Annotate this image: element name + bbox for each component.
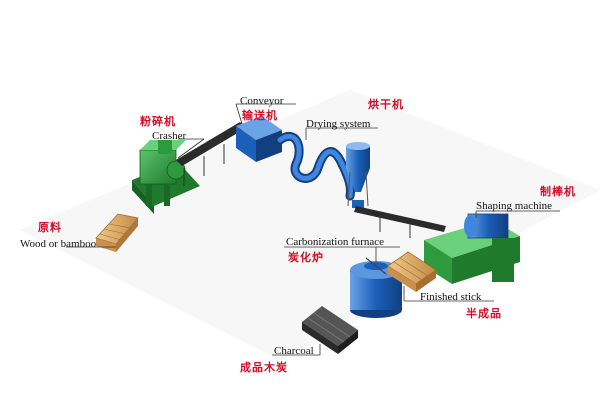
carbonization-label-zh: 炭化炉 (288, 251, 324, 264)
leader-lines (66, 103, 560, 356)
shaping-machine-icon (424, 213, 520, 284)
conveyor-hopper-icon (236, 116, 282, 162)
shaping-label-zh: 制棒机 (540, 185, 576, 198)
carbonization-label-en: Carbonization furnace (286, 236, 385, 248)
crusher-label-zh: 粉碎机 (140, 115, 176, 128)
raw-material-label-zh: 原料 (38, 221, 62, 234)
conveyor-belt-2 (354, 206, 446, 238)
conveyor-label-en: Conveyor (240, 95, 284, 107)
drying-label-zh: 烘干机 (368, 98, 404, 111)
wood-pile-icon (95, 213, 139, 252)
charcoal-label-zh: 成品木炭 (240, 361, 288, 374)
conveyor-label-zh: 输送机 (242, 109, 278, 122)
cyclone-separator-icon (346, 142, 370, 208)
crusher-label-en: Crasher (152, 130, 187, 142)
drying-label-en: Drying system (306, 118, 371, 130)
conveyor-belt-1 (176, 122, 246, 186)
charcoal-label-en: Charcoal (274, 345, 314, 357)
floor-shadow (20, 90, 600, 360)
finished-label-en: Finished stick (420, 291, 482, 303)
raw-material-label-en: Wood or bamboo (20, 238, 97, 250)
finished-label-zh: 半成品 (466, 307, 502, 320)
finished-stick-pile-icon (387, 251, 437, 292)
shaping-label-en: Shaping machine (476, 200, 553, 212)
crusher-machine-icon (132, 140, 200, 214)
charcoal-sticks-icon (302, 306, 358, 354)
drying-duct-icon (275, 131, 355, 201)
